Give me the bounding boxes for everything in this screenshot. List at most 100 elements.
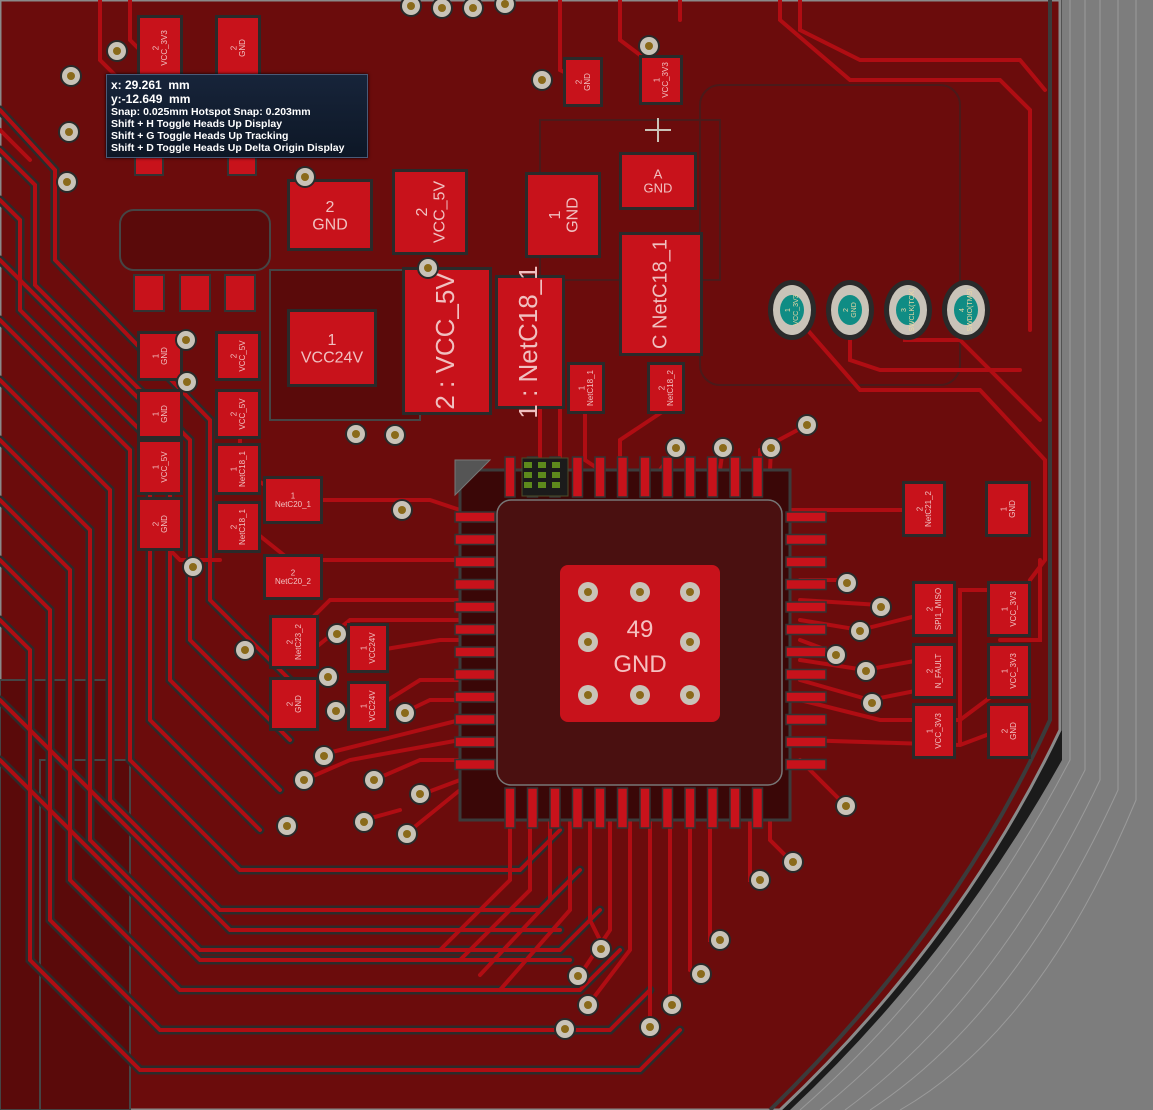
pad-copper <box>140 392 180 436</box>
hud-shortcut-g: Shift + G Toggle Heads Up Tracking <box>111 130 289 142</box>
smd-pad[interactable]: 1GND <box>137 389 183 439</box>
via <box>749 869 771 891</box>
smd-pad[interactable]: 1VCC_3V3 <box>987 643 1031 699</box>
pad-net: GND <box>312 216 348 233</box>
smd-pad[interactable]: 1VCC_3V3 <box>987 581 1031 637</box>
pad-label: 1VCC_3V3 <box>1000 653 1018 689</box>
via-hole <box>843 579 851 587</box>
smd-pad[interactable]: 2NetC21_2 <box>902 481 946 537</box>
pad-copper <box>405 270 489 412</box>
via-hole <box>719 444 727 452</box>
pad-net: GND <box>160 405 169 423</box>
via <box>56 171 78 193</box>
pad-number: 2 <box>229 411 238 416</box>
pad-copper <box>218 504 258 550</box>
smd-pad[interactable]: 2VCC_5V <box>215 331 261 381</box>
pad-copper <box>350 684 386 728</box>
smd-pad[interactable]: 2NetC23_2 <box>269 615 319 669</box>
smd-pad[interactable]: 1VCC24V <box>347 681 389 731</box>
pin-highlight-dots <box>524 462 560 488</box>
pad-net: NetC20_1 <box>275 500 312 509</box>
pad-label: 1VCC_3V3 <box>1000 591 1018 627</box>
via-hole <box>862 667 870 675</box>
smd-pad[interactable]: 2NetC18_2 <box>647 362 685 414</box>
smd-pad[interactable]: 1 : NetC18_1 <box>495 265 565 419</box>
via <box>665 437 687 459</box>
via-hole <box>789 858 797 866</box>
smd-pad[interactable]: 2VCC_5V <box>215 389 261 439</box>
smd-pad[interactable]: 2GND <box>987 703 1031 759</box>
pad-net: N_FAULT <box>934 654 943 689</box>
pad-net: GND <box>644 181 673 196</box>
via <box>363 769 385 791</box>
pad-label: 2GND <box>1000 722 1018 740</box>
via-hole <box>391 431 399 439</box>
via-hole <box>283 822 291 830</box>
smd-pad[interactable]: 2 : VCC_5V <box>402 267 492 415</box>
smd-pad[interactable]: 2GND <box>215 15 261 81</box>
via-hole <box>398 506 406 514</box>
smd-pad[interactable]: 1VCC_3V3 <box>639 55 683 105</box>
smd-pad[interactable]: 1NetC18_1 <box>215 443 261 495</box>
via-hole <box>333 630 341 638</box>
smd-pad[interactable]: 1NetC18_1 <box>567 362 605 414</box>
pad-copper <box>266 479 320 521</box>
pad-label: 1GND <box>999 500 1017 518</box>
smd-pad[interactable]: 2GND <box>269 677 319 731</box>
header-pin[interactable]: 3SWCLK(TCK) <box>884 280 932 340</box>
via <box>176 371 198 393</box>
pad-net: VCC_3V3 <box>661 62 670 98</box>
header-pin[interactable]: 2GND <box>826 280 874 340</box>
ic-pin <box>785 511 827 523</box>
pad-net: NetC18_1 <box>586 369 595 406</box>
smd-pad[interactable]: 1GND <box>525 172 601 258</box>
pad-copper <box>395 172 465 252</box>
pad-copper <box>218 334 258 378</box>
via-hole <box>403 830 411 838</box>
ic-pin <box>684 456 696 498</box>
via-hole <box>63 178 71 186</box>
pad-number: 2 <box>414 207 431 216</box>
smd-pad[interactable]: 2VCC_5V <box>392 169 468 255</box>
pad-label: 2SPI1_MISO <box>925 588 943 630</box>
pad-net: VCC24V <box>301 349 364 366</box>
hud-shortcut-h: Shift + H Toggle Heads Up Display <box>111 118 283 130</box>
pin1-marker <box>454 459 492 497</box>
via <box>384 424 406 446</box>
via-hole <box>320 752 328 760</box>
smd-pad[interactable]: 1VCC_3V3 <box>912 703 956 759</box>
smd-pad[interactable]: 1VCC24V <box>347 623 389 673</box>
smd-pad[interactable]: 2GND <box>563 57 603 107</box>
header-pin[interactable]: 1VCC_3V3 <box>768 280 816 340</box>
via-hole <box>407 2 415 10</box>
pad-copper <box>622 235 700 353</box>
via-hole <box>416 790 424 798</box>
smd-pad[interactable]: 2N_FAULT <box>912 643 956 699</box>
ic-thermal-pad[interactable] <box>560 565 720 722</box>
smd-pad[interactable]: 2SPI1_MISO <box>912 581 956 637</box>
smd-pad[interactable]: 2NetC18_1 <box>215 501 261 553</box>
via-hole <box>646 1023 654 1031</box>
via <box>276 815 298 837</box>
pad-label: 1VCC24V <box>359 632 377 664</box>
via-hole <box>501 0 509 8</box>
smd-pad[interactable]: 1VCC_5V <box>137 439 183 495</box>
pin-net: SWDIO(TMS) <box>967 288 974 331</box>
hud-y-coordinate: y:-12.649 mm <box>111 92 191 106</box>
pin-hole <box>780 295 804 325</box>
smd-pad[interactable]: 1GND <box>985 481 1031 537</box>
smd-pad[interactable]: 2VCC_3V3 <box>137 15 183 81</box>
via <box>106 40 128 62</box>
pad-number: 2 <box>326 199 335 216</box>
smd-pad[interactable]: 2GND <box>137 497 183 551</box>
smd-pad[interactable]: C NetC18_1 <box>619 232 703 356</box>
pad-number: 1 <box>652 77 661 82</box>
via <box>60 65 82 87</box>
header-pin[interactable]: 4SWDIO(TMS) <box>942 280 990 340</box>
